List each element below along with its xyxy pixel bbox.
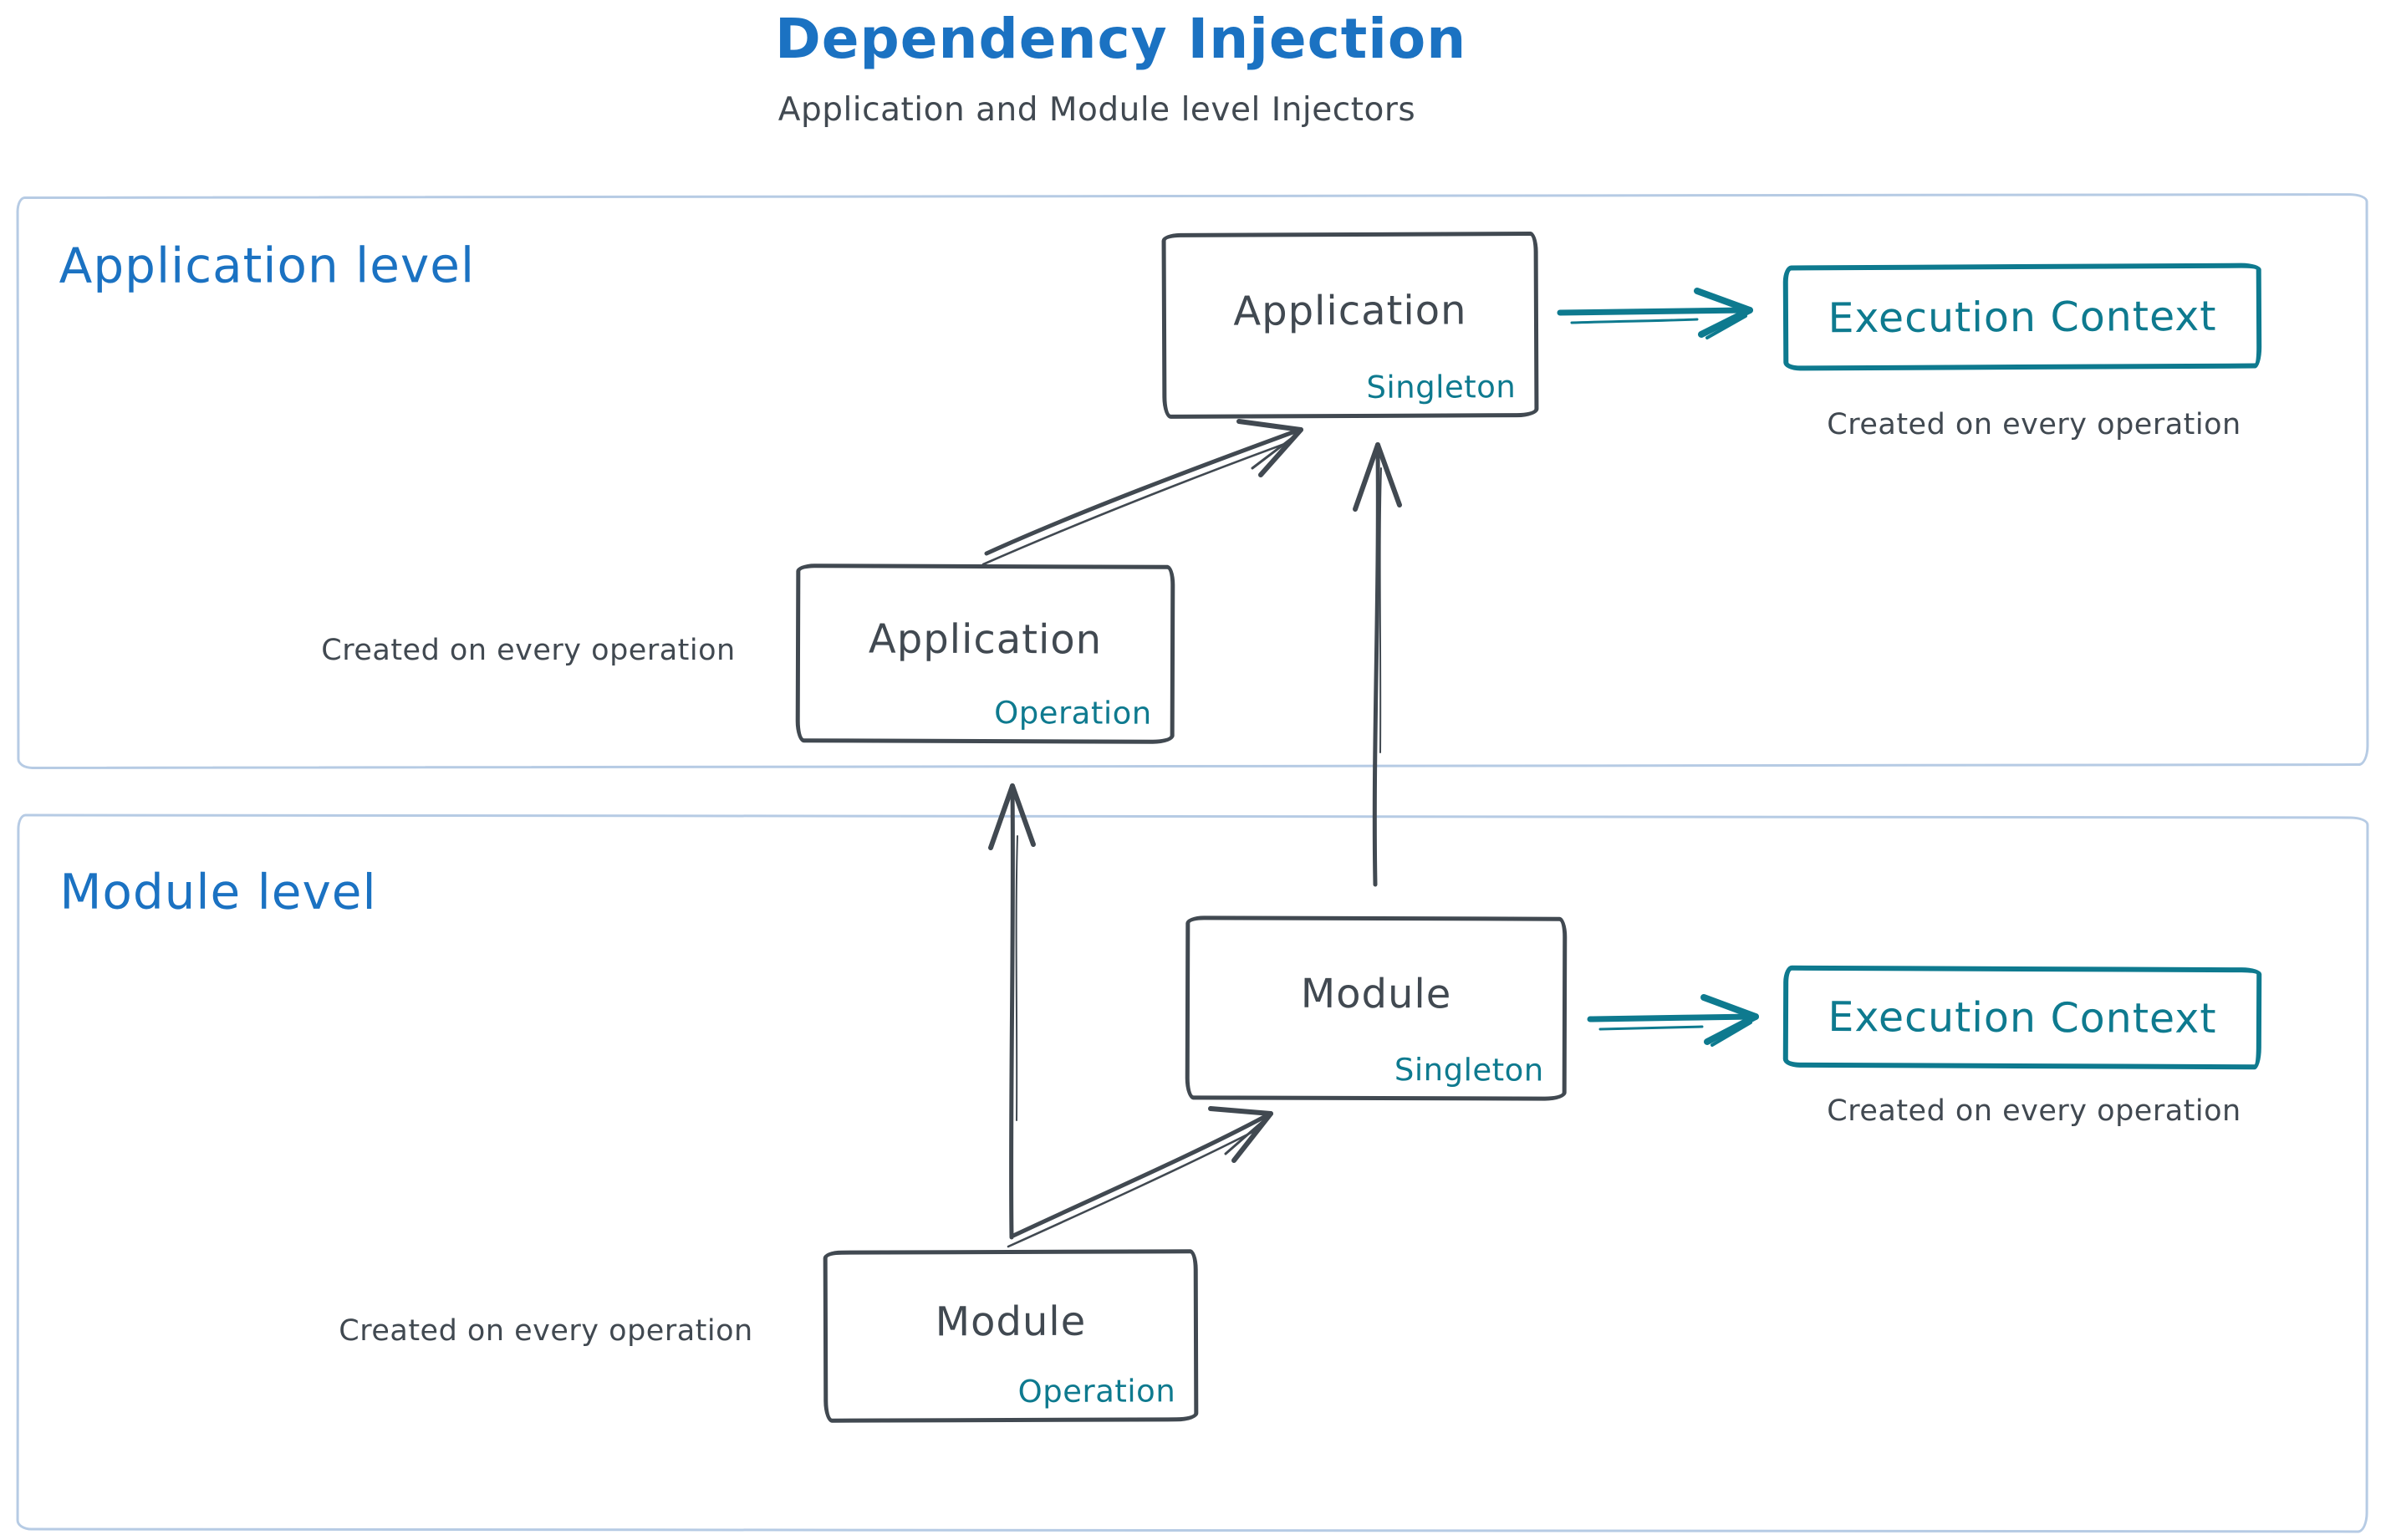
- node-module-operation: Module Operation: [823, 1249, 1199, 1423]
- caption-execution-context-application: Created on every operation: [1827, 408, 2241, 441]
- page-subtitle: Application and Module level Injectors: [777, 91, 1416, 129]
- caption-app-operation: Created on every operation: [321, 634, 736, 667]
- node-subtitle: Singleton: [1394, 1052, 1544, 1089]
- node-title: Application: [868, 615, 1103, 664]
- node-application-operation: Application Operation: [795, 563, 1175, 744]
- node-subtitle: Operation: [1017, 1373, 1176, 1410]
- page-title: Dependency Injection: [775, 7, 1467, 71]
- execution-context-label: Execution Context: [1828, 992, 2217, 1043]
- node-subtitle: Singleton: [1366, 369, 1517, 405]
- node-application-singleton: Application Singleton: [1161, 232, 1539, 419]
- node-title: Module: [1300, 970, 1452, 1018]
- node-title: Module: [935, 1298, 1087, 1346]
- node-module-singleton: Module Singleton: [1185, 915, 1568, 1101]
- caption-execution-context-module: Created on every operation: [1827, 1094, 2241, 1128]
- diagram-header: Dependency Injection Application and Mod…: [775, 7, 1467, 129]
- execution-context-label: Execution Context: [1828, 292, 2217, 342]
- section-label-application-level: Application level: [59, 237, 476, 294]
- caption-module-operation: Created on every operation: [339, 1314, 753, 1348]
- node-subtitle: Operation: [994, 695, 1152, 732]
- execution-context-box-module: Execution Context: [1782, 965, 2262, 1070]
- execution-context-box-application: Execution Context: [1782, 263, 2262, 371]
- section-label-module-level: Module level: [59, 863, 377, 920]
- node-title: Application: [1233, 287, 1467, 335]
